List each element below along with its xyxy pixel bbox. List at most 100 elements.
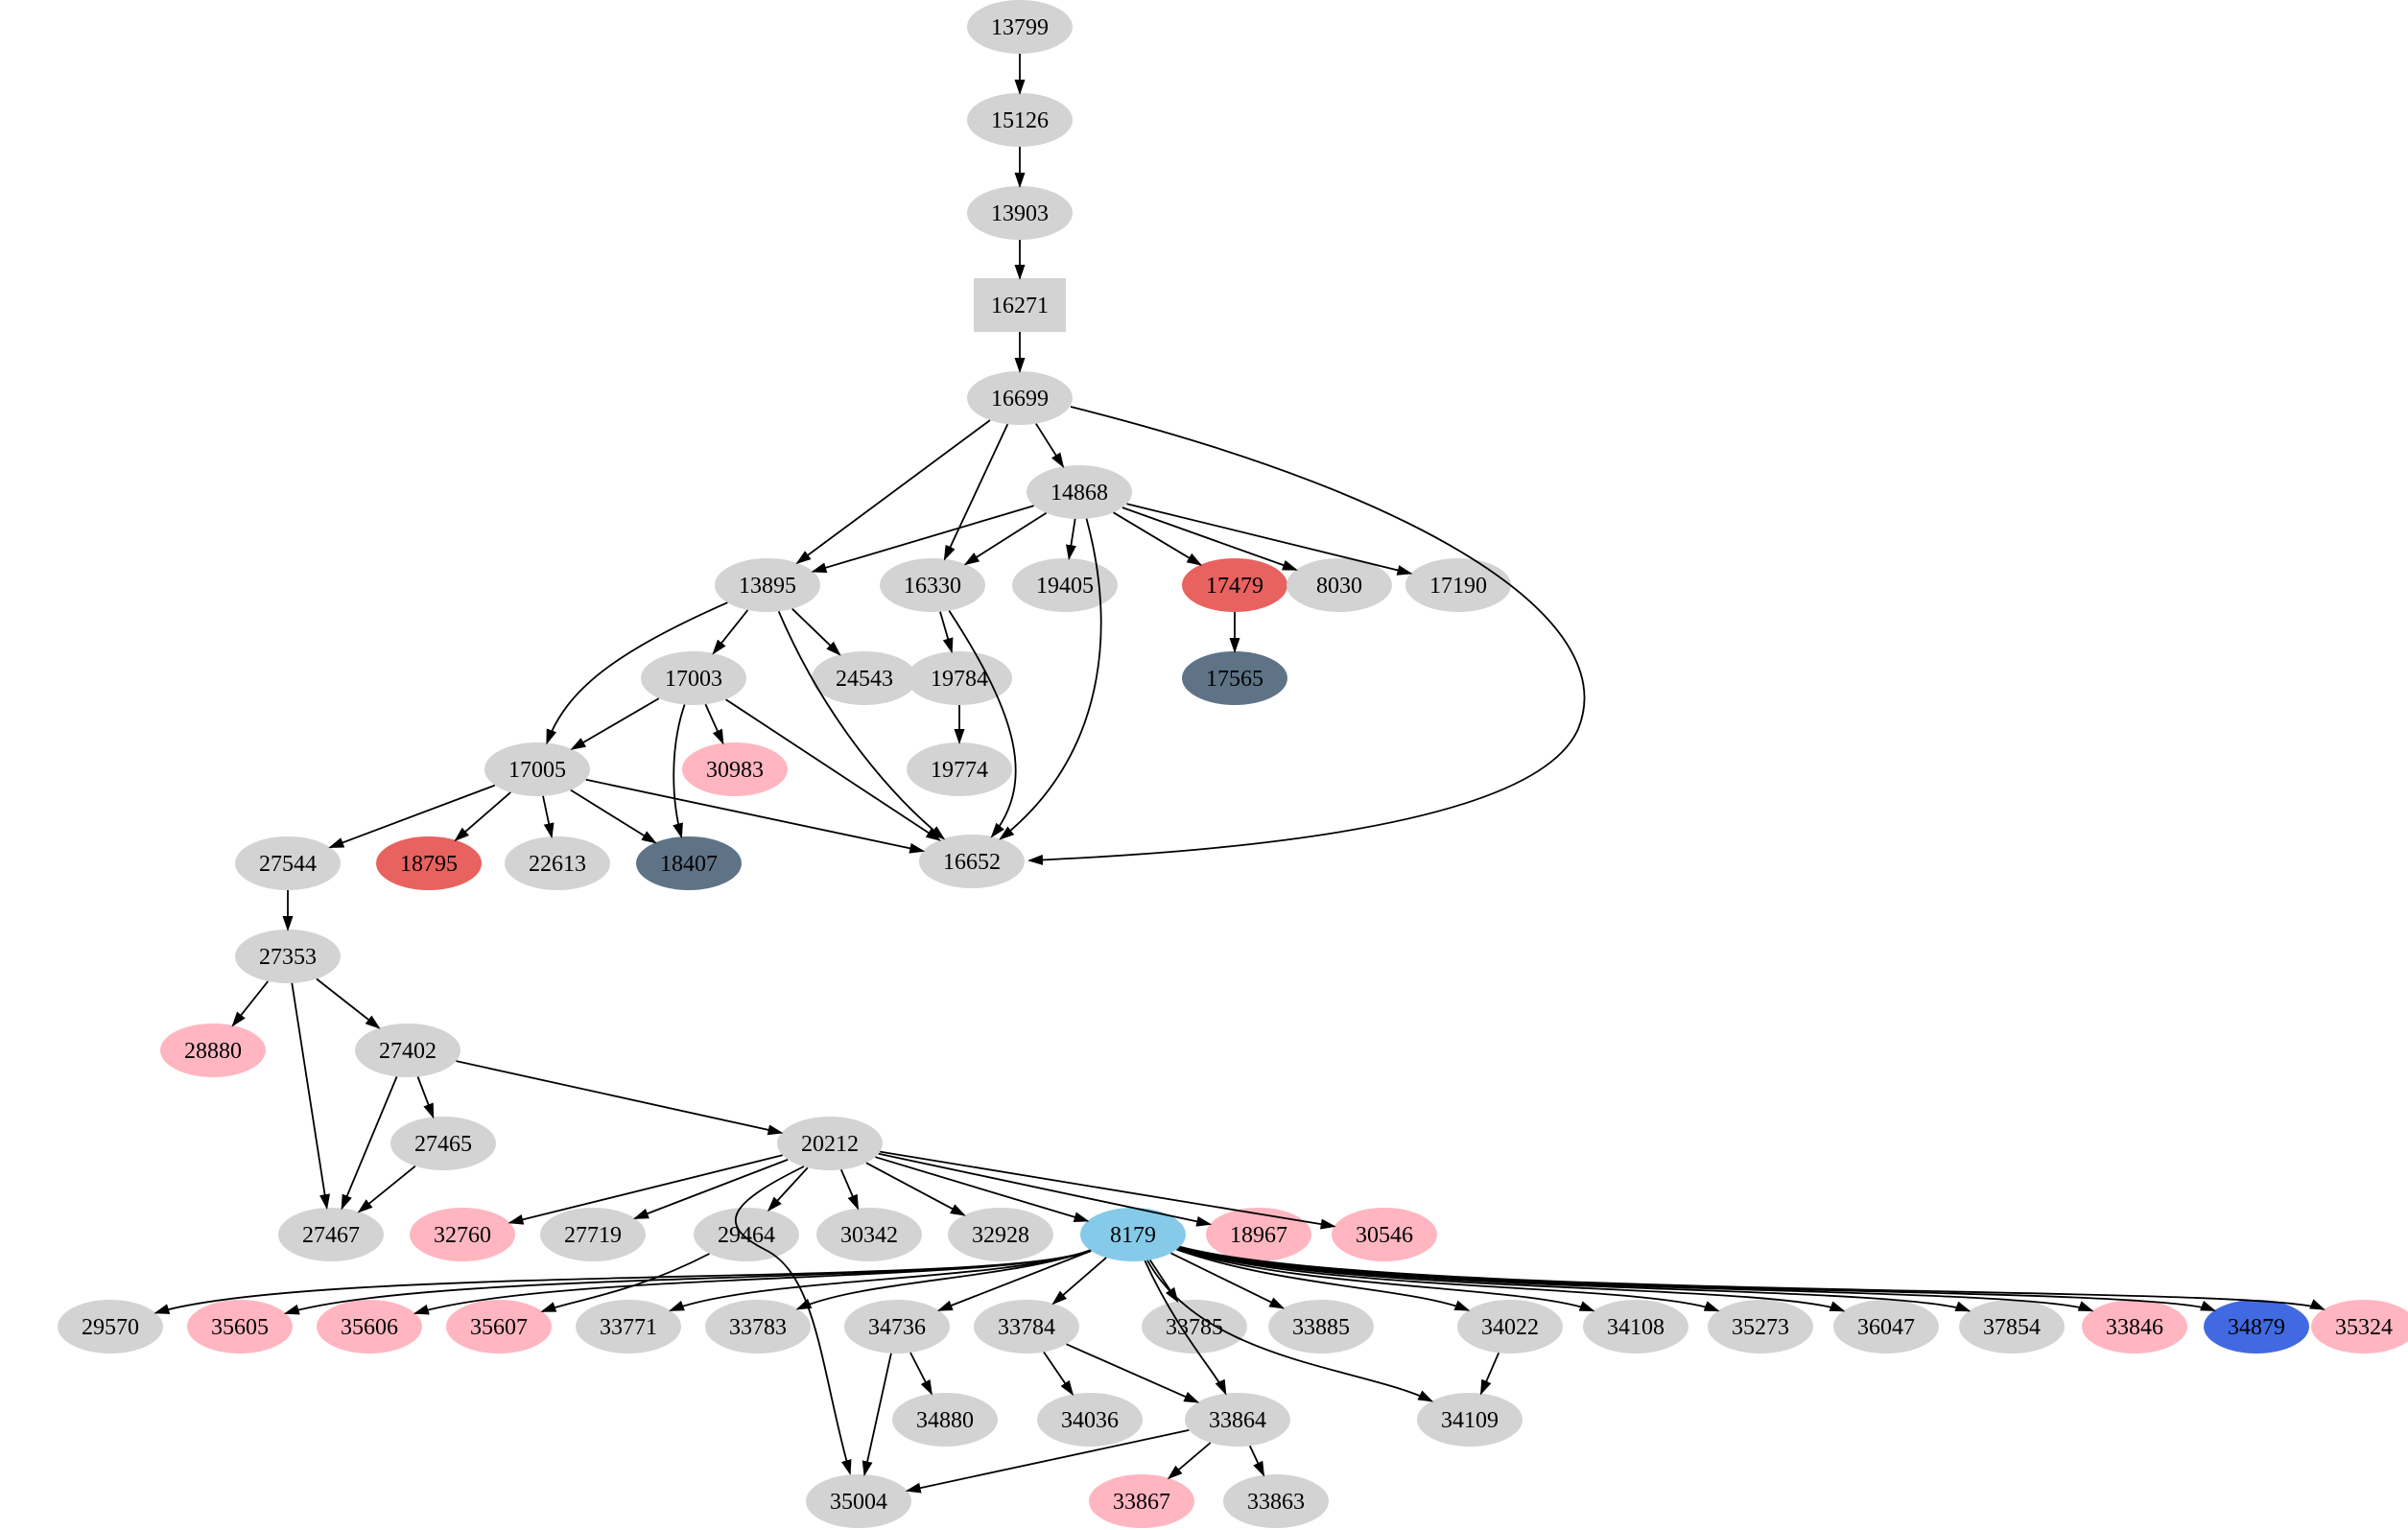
edge-27465-27467 xyxy=(357,1165,416,1213)
node-label-27353: 27353 xyxy=(259,945,317,970)
edge-8179-36047 xyxy=(1178,1247,1846,1312)
edge-16699-13895 xyxy=(795,419,991,565)
edge-20212-27719 xyxy=(633,1159,789,1219)
node-label-18967: 18967 xyxy=(1230,1223,1287,1248)
node-label-19784: 19784 xyxy=(931,667,988,692)
node-22613 xyxy=(505,836,610,890)
node-27544 xyxy=(235,836,341,890)
edge-20212-8179 xyxy=(875,1156,1090,1223)
node-14868 xyxy=(1027,465,1132,519)
node-20212 xyxy=(777,1117,883,1170)
edge-20212-35004 xyxy=(735,1165,852,1475)
node-label-33784: 33784 xyxy=(998,1315,1055,1340)
edge-20212-32760 xyxy=(508,1154,783,1225)
node-13799 xyxy=(967,0,1073,54)
edge-8179-34108 xyxy=(1177,1248,1595,1312)
node-label-34880: 34880 xyxy=(916,1408,974,1433)
node-label-33867: 33867 xyxy=(1113,1490,1170,1515)
node-label-18795: 18795 xyxy=(400,852,458,877)
edge-27353-27402 xyxy=(316,977,381,1029)
node-label-27544: 27544 xyxy=(259,852,317,877)
node-34736 xyxy=(844,1300,950,1353)
node-label-35273: 35273 xyxy=(1732,1315,1789,1340)
edge-17005-18795 xyxy=(454,791,511,842)
node-label-35324: 35324 xyxy=(2335,1315,2393,1340)
node-label-13895: 13895 xyxy=(739,574,796,599)
node-16330 xyxy=(880,558,985,612)
node-label-17190: 17190 xyxy=(1429,574,1487,599)
node-label-27465: 27465 xyxy=(414,1132,472,1157)
edge-17005-27544 xyxy=(328,784,496,849)
edge-13895-17003 xyxy=(712,609,749,655)
node-33885 xyxy=(1268,1300,1374,1353)
edge-8179-34109 xyxy=(1146,1259,1434,1402)
node-17005 xyxy=(484,742,590,796)
node-label-34036: 34036 xyxy=(1061,1408,1119,1433)
edge-8179-35273 xyxy=(1177,1247,1720,1312)
node-label-32928: 32928 xyxy=(972,1223,1029,1248)
node-34880 xyxy=(892,1393,998,1447)
edge-17003-16652 xyxy=(725,698,942,841)
node-19774 xyxy=(907,742,1012,796)
node-label-18407: 18407 xyxy=(660,852,718,877)
node-label-35606: 35606 xyxy=(341,1315,398,1340)
edge-20212-30546 xyxy=(880,1150,1336,1230)
edge-8179-35324 xyxy=(1179,1245,2325,1310)
node-19405 xyxy=(1012,558,1118,612)
edge-33784-33864 xyxy=(1066,1343,1200,1403)
node-label-27719: 27719 xyxy=(564,1223,622,1248)
edge-27402-27467 xyxy=(341,1076,398,1211)
edge-14868-13895 xyxy=(811,505,1034,574)
edge-20212-29464 xyxy=(767,1166,809,1212)
edge-16330-19784 xyxy=(939,611,954,654)
edge-27402-20212 xyxy=(456,1060,784,1136)
node-label-34108: 34108 xyxy=(1607,1315,1664,1340)
node-33784 xyxy=(974,1300,1079,1353)
node-label-17005: 17005 xyxy=(508,758,566,783)
edge-16699-16652 xyxy=(1027,406,1586,865)
node-33846 xyxy=(2082,1300,2187,1353)
node-33864 xyxy=(1185,1393,1290,1447)
node-label-33846: 33846 xyxy=(2106,1315,2163,1340)
node-label-19405: 19405 xyxy=(1036,574,1094,599)
node-35605 xyxy=(187,1300,293,1353)
node-label-34879: 34879 xyxy=(2228,1315,2285,1340)
edge-14868-19405 xyxy=(1066,518,1076,561)
node-label-33771: 33771 xyxy=(600,1315,657,1340)
node-label-35605: 35605 xyxy=(211,1315,269,1340)
node-label-17479: 17479 xyxy=(1206,574,1263,599)
edge-29464-35607 xyxy=(540,1253,710,1312)
edge-17005-18407 xyxy=(570,789,657,844)
edge-14868-8030 xyxy=(1121,506,1298,571)
node-33867 xyxy=(1089,1474,1194,1528)
node-13903 xyxy=(967,186,1073,240)
node-label-34022: 34022 xyxy=(1481,1315,1539,1340)
node-35607 xyxy=(446,1300,552,1353)
edge-14868-17190 xyxy=(1126,503,1413,576)
node-shapes-layer xyxy=(58,0,2408,1528)
node-16652 xyxy=(919,835,1025,888)
node-32928 xyxy=(948,1208,1053,1261)
node-label-13903: 13903 xyxy=(991,201,1049,226)
edges-layer xyxy=(153,54,2325,1494)
edge-13895-17005 xyxy=(546,601,728,745)
edge-8179-33864 xyxy=(1144,1259,1227,1396)
node-35004 xyxy=(806,1474,911,1528)
edge-33864-33863 xyxy=(1248,1445,1265,1477)
node-label-16330: 16330 xyxy=(904,574,961,599)
node-15126 xyxy=(967,93,1073,147)
node-37854 xyxy=(1959,1300,2065,1353)
edge-27402-27465 xyxy=(416,1076,435,1119)
node-label-24543: 24543 xyxy=(836,667,893,692)
node-label-34109: 34109 xyxy=(1441,1408,1499,1433)
node-24543 xyxy=(812,651,917,705)
node-33785 xyxy=(1142,1300,1247,1353)
edge-17003-17005 xyxy=(570,697,660,750)
edge-33864-33867 xyxy=(1167,1442,1212,1480)
node-30342 xyxy=(816,1208,922,1261)
node-32760 xyxy=(410,1208,515,1261)
node-35606 xyxy=(317,1300,422,1353)
node-8179 xyxy=(1080,1208,1186,1261)
